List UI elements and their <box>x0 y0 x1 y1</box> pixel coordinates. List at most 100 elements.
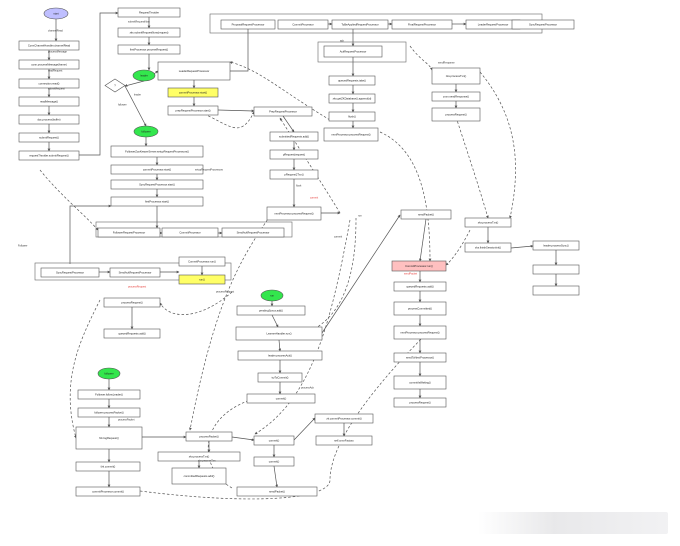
node-n55: queuedRequests.add() <box>393 281 447 292</box>
node-n43: queuedRequests.take() <box>328 75 376 86</box>
node-shape-n9 <box>117 7 181 18</box>
node-n48: pendingSyncs.add() <box>236 305 306 316</box>
node-n29: follower <box>133 125 159 138</box>
edge-label-l18: processAck <box>301 387 315 390</box>
node-n70: fzk.commit() <box>75 461 141 472</box>
node-label-n75: commit() <box>269 439 280 443</box>
node-n22: ProposalRequestProcessor <box>220 19 276 30</box>
node-label-n38: SendAckRequestProcessor <box>119 271 152 275</box>
edge-12 <box>124 80 145 87</box>
edge-label-l3: readRequest <box>48 70 63 73</box>
node-shape-n77 <box>236 486 318 497</box>
node-n8: requestThrottler.submitRequest() <box>18 150 80 161</box>
node-label-n7: submitRequest() <box>39 136 59 140</box>
node-shape-n60 <box>393 397 447 408</box>
node-label-n13: ? <box>114 84 116 88</box>
node-n18: submittedRequests.add() <box>269 131 319 142</box>
edge-label-l17: run <box>358 215 362 218</box>
node-shape-n46 <box>323 127 379 142</box>
node-n77: sendPacket() <box>236 486 318 497</box>
node-label-n39: CommitProcessor.run() <box>188 260 216 264</box>
node-shape-n68 <box>77 407 141 418</box>
node-shape-n12 <box>132 69 156 82</box>
node-shape-n65 <box>464 242 512 253</box>
node-label-n74: committedRequests.add() <box>184 474 215 478</box>
edge-label-l9: processRequest <box>216 291 234 294</box>
dashed-edge-15 <box>279 117 341 214</box>
node-layer: startConnChannelHandler.channelReadconn.… <box>18 7 580 497</box>
edge-70 <box>293 417 316 441</box>
node-shape-n61 <box>431 67 481 85</box>
node-shape-n29 <box>133 125 159 138</box>
node-label-n28: AckRequestProcessor <box>340 50 367 54</box>
node-shape-n44 <box>328 93 376 104</box>
node-shape-n51 <box>257 372 303 383</box>
node-label-n77: sendPacket() <box>269 490 285 494</box>
node-shape-n34 <box>97 227 161 238</box>
node-shape-n4 <box>18 78 80 89</box>
node-n39: CommitProcessor.run() <box>178 256 226 267</box>
node-label-n30: FollowerZooKeeperServer.setupRequestProc… <box>125 150 189 154</box>
node-n45: flush() <box>328 111 376 122</box>
node-n10: zks.submitRequestNow(request) <box>117 27 181 38</box>
node-shape-n71 <box>75 486 141 497</box>
node-shape-n21 <box>266 206 322 221</box>
node-shape-n42 <box>103 328 161 339</box>
edge-47 <box>271 314 279 328</box>
node-label-n5: readMessage() <box>40 100 58 104</box>
node-shape-n43 <box>328 75 376 86</box>
node-shape-n79 <box>315 435 373 446</box>
node-n37: SyncRequestProcessor <box>40 267 100 278</box>
node-label-n68: follower.processPacket() <box>94 411 123 415</box>
node-n57: nextProcessor.processRequest() <box>393 325 447 340</box>
edge-label-l5: submitRequestNow <box>128 21 150 24</box>
node-n16: prepRequestProcessor.start() <box>167 105 219 116</box>
node-shape-n27 <box>511 19 575 30</box>
node-n56: processCommitted() <box>393 301 447 316</box>
node-shape-n19 <box>269 149 319 160</box>
node-shape-n81 <box>532 264 580 275</box>
dashed-edge-9 <box>445 229 471 266</box>
node-label-n34: FollowerRequestProcessor <box>113 231 145 235</box>
node-n78: zk.commitProcessor.commit() <box>314 413 374 424</box>
node-shape-n47 <box>260 289 284 302</box>
node-n5: readMessage() <box>18 96 80 107</box>
node-label-n76: commit() <box>269 460 280 464</box>
node-n47: run <box>260 289 284 302</box>
dashed-edge-4 <box>299 217 357 336</box>
node-n6: doc.process(buffer) <box>18 114 80 125</box>
node-label-n64: zks.processTxn() <box>478 221 499 225</box>
node-label-n2: ConnChannelHandler.channelRead <box>28 44 71 48</box>
node-label-n56: processCommitted() <box>408 307 432 311</box>
node-label-n66: follower <box>104 372 113 376</box>
dashed-edge-11 <box>159 291 233 315</box>
node-shape-n80 <box>532 240 580 251</box>
node-shape-n38 <box>109 267 161 278</box>
node-shape-n70 <box>75 461 141 472</box>
node-label-n21: nextProcessor.processRequest() <box>275 212 314 216</box>
edge-76 <box>510 244 534 249</box>
dashed-edge-16 <box>455 116 489 219</box>
edge-48 <box>278 339 282 352</box>
node-shape-n59 <box>393 375 447 390</box>
node-shape-n8 <box>18 150 80 161</box>
node-label-n4: connection.read() <box>39 82 60 86</box>
node-n32: SyncRequestProcessor.start() <box>110 179 204 190</box>
node-n54: CommitProcessor.run() <box>391 260 447 272</box>
node-label-n23: CommitProcessor <box>292 23 313 27</box>
node-label-n6: doc.process(buffer) <box>37 118 60 122</box>
node-label-n44: zks.getZKDatabase().append(si) <box>333 97 372 101</box>
node-label-n73: zks.processTxn() <box>189 455 210 459</box>
node-n21: nextProcessor.processRequest() <box>266 206 322 221</box>
node-label-n3: conn.processMessage(frame) <box>31 63 67 67</box>
node-shape-n7 <box>18 132 80 143</box>
node-shape-n54 <box>391 260 447 272</box>
node-label-n8: requestThrottler.submitRequest() <box>29 154 68 158</box>
node-shape-n3 <box>18 59 80 70</box>
node-label-n62: cnxn.sendResponse() <box>443 95 469 99</box>
node-label-n41: processRequest() <box>121 301 142 305</box>
node-n73: zks.processTxn() <box>157 451 241 462</box>
node-shape-n14 <box>157 61 231 81</box>
node-shape-n58 <box>393 352 447 363</box>
node-n50: leader.processAck() <box>237 350 323 361</box>
